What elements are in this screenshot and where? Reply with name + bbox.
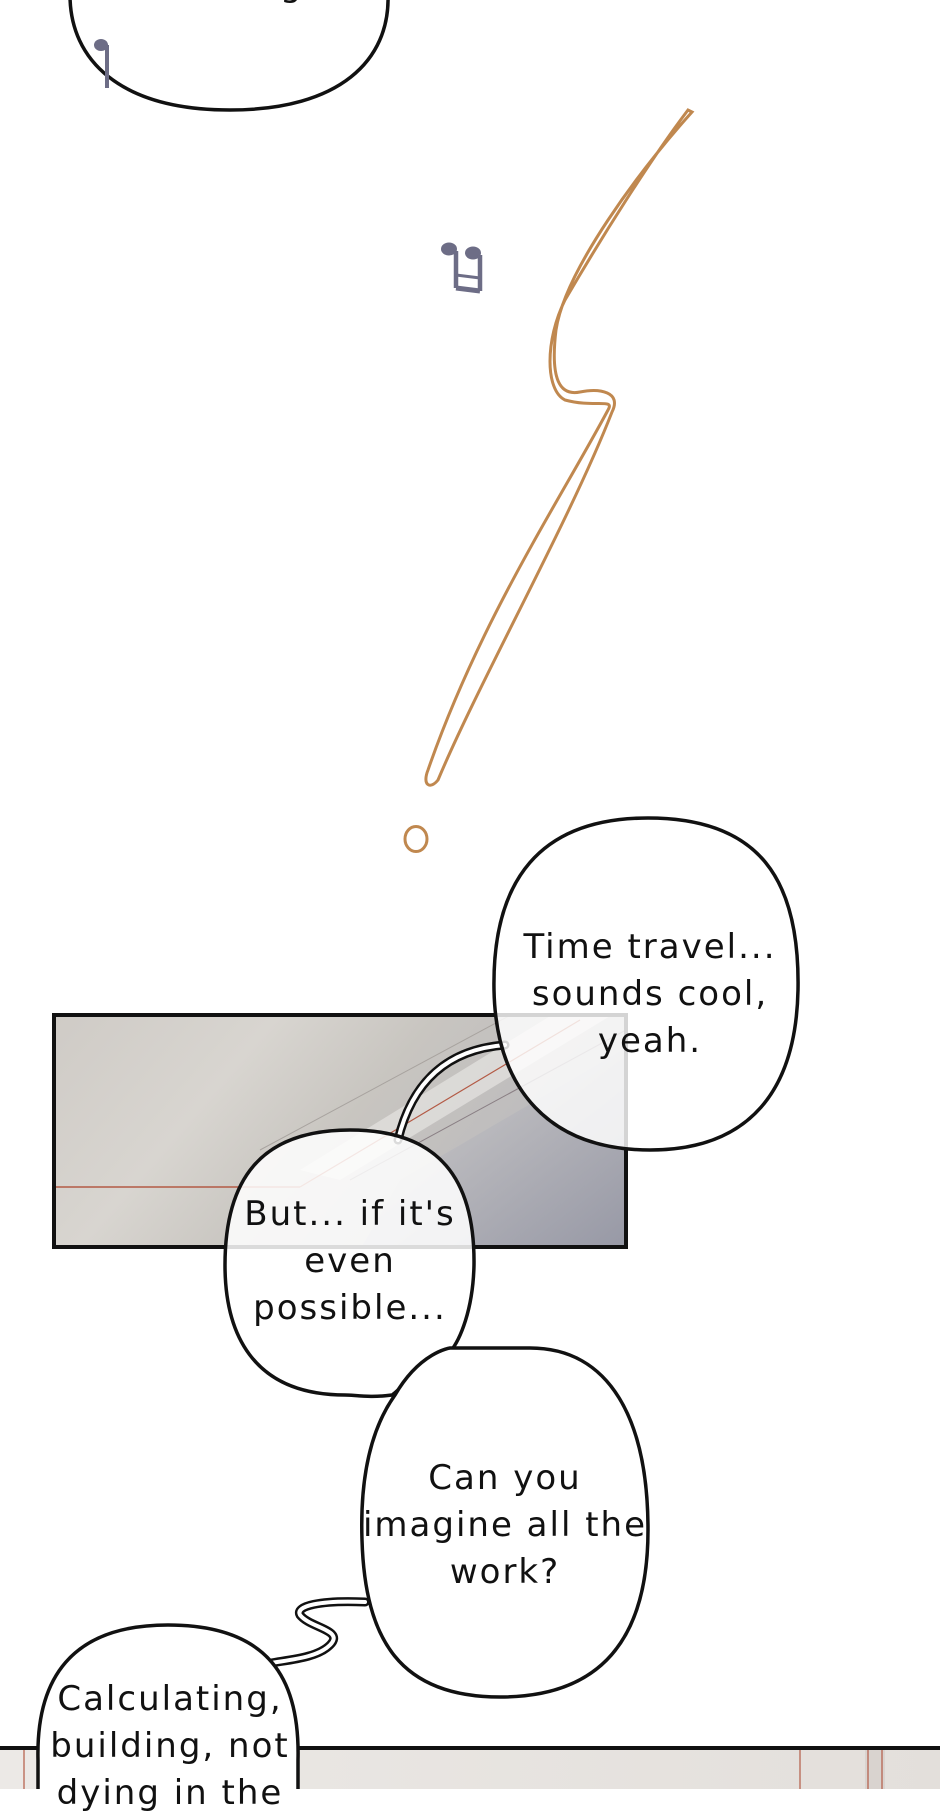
speech-bubble-calculating: [36, 1623, 300, 1789]
speech-bubble-imagine: [360, 1346, 650, 1699]
bubble-text-top: So cool, right?: [90, 0, 360, 9]
bubble-line: dying in the: [56, 1773, 284, 1813]
bubble-line: Calculating,: [57, 1679, 283, 1719]
beamed-notes-icon: [441, 242, 483, 294]
bubble-line: imagine all the: [362, 1505, 648, 1545]
speech-bubble-top: [68, 0, 390, 112]
bubble-text-calculating: Calculating, building, not dying in the: [40, 1676, 300, 1817]
eighth-note-icon: [94, 39, 109, 88]
bubble-line: even: [304, 1241, 396, 1281]
bubble-text-but: But... if it's even possible...: [230, 1191, 470, 1332]
exclamation-mark-icon: [403, 108, 695, 853]
bubble-text-imagine: Can you imagine all the work?: [360, 1455, 650, 1596]
bubble-line: possible...: [253, 1288, 447, 1328]
bubble-line: Time travel...: [523, 927, 777, 967]
bubble-line: sounds cool,: [531, 974, 769, 1014]
bubble-line: building, not: [50, 1726, 290, 1766]
bubble-text-time-travel: Time travel... sounds cool, yeah.: [520, 924, 780, 1065]
speech-bubble-but: [223, 1128, 476, 1399]
bubble-line: But... if it's: [244, 1194, 456, 1234]
speech-bubble-time-travel: [492, 816, 800, 1152]
bubble-line: work?: [449, 1552, 561, 1592]
bubble-line: Can you: [428, 1458, 582, 1498]
bubble-line: yeah.: [597, 1021, 703, 1061]
bubble-line: So cool, right?: [90, 0, 360, 9]
